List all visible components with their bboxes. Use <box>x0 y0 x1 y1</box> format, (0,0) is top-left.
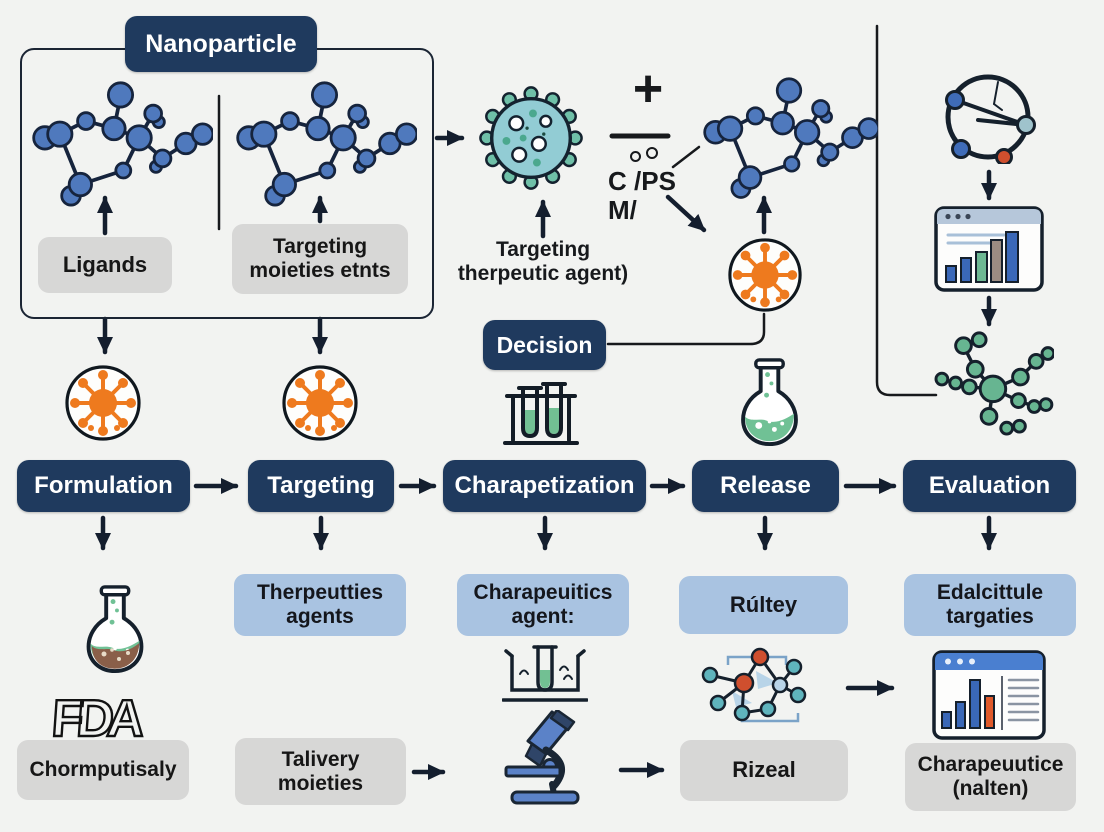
microscope-icon <box>494 710 594 806</box>
stage-formulation: Formulation <box>17 460 190 512</box>
therapeutics-line2: agents <box>286 605 354 628</box>
flask-brown-icon <box>82 583 148 675</box>
molecule-icon <box>700 76 878 212</box>
charapeuutice-line1: Charapeuutice <box>917 753 1064 777</box>
stage-release-label: Release <box>720 472 811 499</box>
virus-caption-line2: therpeutic agent) <box>457 262 629 286</box>
ligands-box: Ligands <box>38 237 172 293</box>
edalcittule-box: Edalcittule targaties <box>904 574 1076 636</box>
characteristics-agent-box: Charapeuitics agent: <box>457 574 629 636</box>
network-circle-icon <box>938 70 1038 164</box>
edalcittule-line2: targaties <box>946 605 1034 628</box>
test-tube-rack-icon <box>503 370 579 450</box>
edalcittule-line1: Edalcittule <box>936 581 1044 605</box>
plus-sign-glyph: + <box>632 60 664 118</box>
nanoparticle-title: Nanoparticle <box>125 16 317 72</box>
formula-line2: M/ <box>608 194 637 225</box>
targeting-moieties-line2: moieties etnts <box>249 259 391 282</box>
stage-targeting-label: Targeting <box>267 472 375 499</box>
plus-sign: + <box>618 60 678 120</box>
talivery-line1: Talivery <box>281 747 360 771</box>
talivery-moieties-box: Talivery moieties <box>235 738 406 805</box>
therapeutics-line1: Therpeutties <box>256 581 384 605</box>
flask-green-icon <box>737 356 802 448</box>
svg-text:FDA: FDA <box>52 690 146 748</box>
targeting-moieties-line1: Targeting <box>272 235 368 259</box>
characteristics-line2: agent: <box>511 605 575 628</box>
beaker-tube-icon <box>502 644 588 706</box>
charapeuutice-box: Charapeuutice (nalten) <box>905 743 1076 811</box>
stage-evaluation-label: Evaluation <box>928 472 1051 499</box>
orange-particle-icon <box>63 362 143 444</box>
stage-evaluation: Evaluation <box>903 460 1076 512</box>
virus-particle-icon <box>470 82 592 195</box>
orange-particle-icon <box>280 362 360 444</box>
ligands-label: Ligands <box>62 251 148 277</box>
virus-caption-line1: Targeting <box>495 238 591 261</box>
therapeutics-agents-box: Therpeutties agents <box>234 574 406 636</box>
charapeuutice-line2: (nalten) <box>952 777 1029 800</box>
rultey-label: Rúltey <box>729 591 798 617</box>
stage-formulation-label: Formulation <box>34 472 173 499</box>
targeting-moieties-box: Targeting moieties etnts <box>232 224 408 294</box>
formula-text: C /PS M/ <box>608 167 698 224</box>
rizeal-label: Rizeal <box>732 757 796 783</box>
chormputisaly-box: Chormputisaly <box>17 740 189 800</box>
stage-release: Release <box>692 460 839 512</box>
decision-box: Decision <box>483 320 606 370</box>
chormputisaly-label: Chormputisaly <box>29 758 177 782</box>
orange-particle-icon <box>726 236 804 314</box>
rultey-box: Rúltey <box>679 576 848 634</box>
characteristics-line1: Charapeuitics <box>473 581 613 605</box>
decision-label: Decision <box>496 331 593 358</box>
bracket-molecule-icon <box>698 645 812 731</box>
bar-chart-window-icon <box>934 206 1044 292</box>
fda-logo-icon: FDA <box>52 689 147 749</box>
formula-line1: C /PS <box>608 166 676 196</box>
rizeal-box: Rizeal <box>680 740 848 801</box>
degree-dot <box>646 147 658 159</box>
virus-caption: Targeting therpeutic agent) <box>438 238 648 286</box>
bar-chart-window-icon <box>932 650 1046 740</box>
nanoparticle-title-label: Nanoparticle <box>145 29 297 58</box>
molecule-icon <box>232 80 417 220</box>
dendrimer-icon <box>926 328 1054 436</box>
degree-dot <box>630 151 641 162</box>
stage-charapetization-label: Charapetization <box>454 472 635 499</box>
molecule-icon <box>28 80 213 220</box>
stage-charapetization: Charapetization <box>443 460 646 512</box>
stage-targeting: Targeting <box>248 460 394 512</box>
talivery-line2: moieties <box>277 771 364 795</box>
